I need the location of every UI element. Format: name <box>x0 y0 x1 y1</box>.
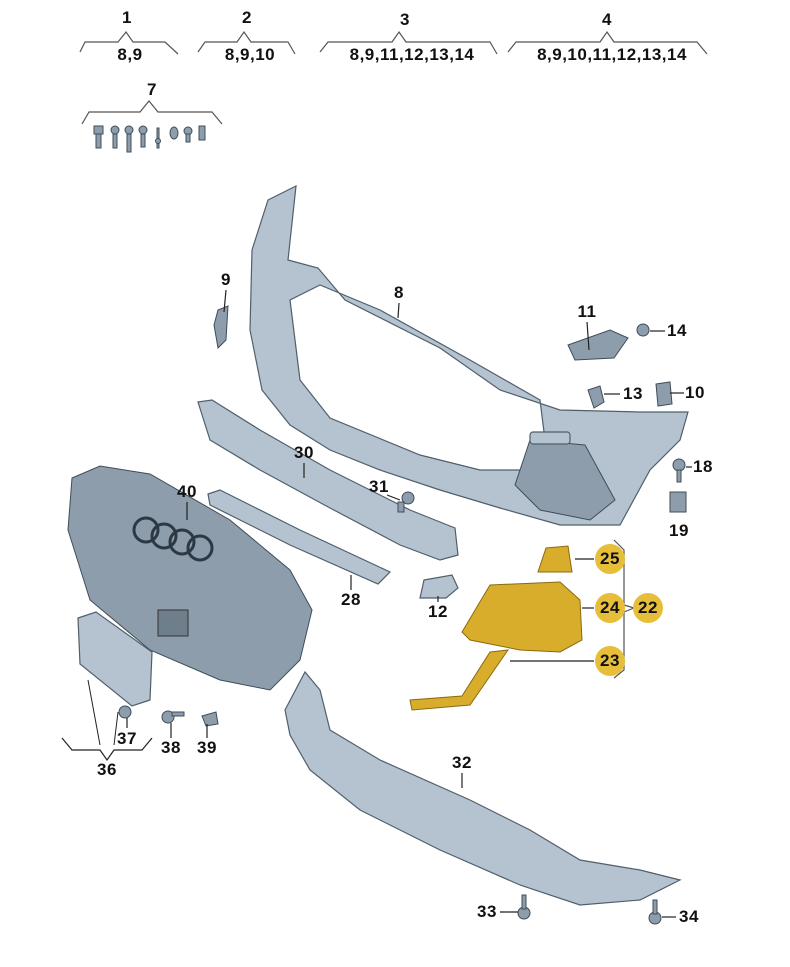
kit-1-number: 1 <box>122 8 132 27</box>
part-label: 39 <box>197 738 217 757</box>
part-label: 18 <box>693 457 713 476</box>
kit-3-number: 3 <box>400 10 410 29</box>
part-label: 10 <box>685 383 705 402</box>
grille-insert-25 <box>537 545 573 573</box>
part-label: 38 <box>161 738 181 757</box>
kit-3-contents: 8,9,11,12,13,14 <box>349 45 475 64</box>
kit-4-contents: 8,9,10,11,12,13,14 <box>537 45 687 64</box>
part-label-highlighted: 23 <box>595 646 625 676</box>
part-label: 19 <box>669 521 689 540</box>
kit-2-number: 2 <box>242 8 252 27</box>
part-label-highlighted: 22 <box>633 593 663 623</box>
kit-4-number: 4 <box>602 10 612 29</box>
kit-7-number: 7 <box>147 80 157 99</box>
fastener-set-icon <box>93 125 206 153</box>
part-label: 8 <box>394 283 404 302</box>
part-label: 12 <box>428 602 448 621</box>
part-label: 37 <box>117 729 137 748</box>
kit-brackets <box>79 30 708 125</box>
part-label: 11 <box>577 302 597 321</box>
part-label: 34 <box>679 907 699 926</box>
kit-1-contents: 8,9 <box>117 45 143 64</box>
part-label-highlighted: 24 <box>595 593 625 623</box>
part-label: 31 <box>369 477 389 496</box>
trim-strip-23 <box>409 649 510 711</box>
lower-grille <box>197 399 459 561</box>
part-label: 32 <box>452 753 472 772</box>
lower-spoiler <box>284 670 682 906</box>
part-label: 30 <box>294 443 314 462</box>
part-label: 13 <box>623 384 643 403</box>
part-label: 9 <box>221 270 231 289</box>
part-label: 36 <box>97 760 117 779</box>
part-label-highlighted: 25 <box>595 544 625 574</box>
front-grille <box>67 465 313 691</box>
part-label: 14 <box>667 321 687 340</box>
part-label: 33 <box>477 902 497 921</box>
part-label: 40 <box>177 482 197 501</box>
grille-insert-24 <box>461 581 583 653</box>
part-label: 28 <box>341 590 361 609</box>
kit-2-contents: 8,9,10 <box>224 45 276 64</box>
